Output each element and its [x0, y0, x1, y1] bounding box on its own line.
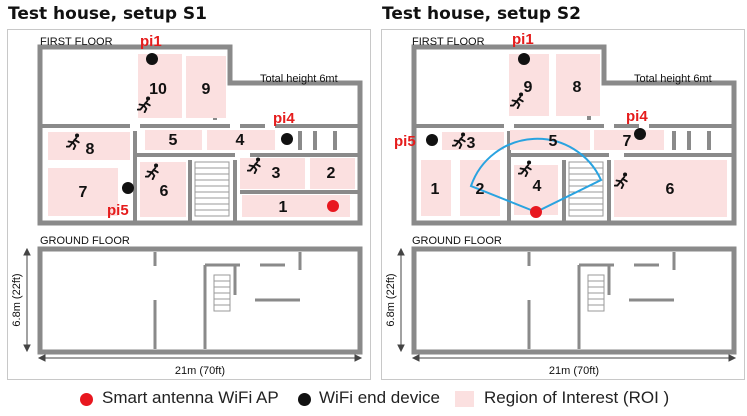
first-floor-inner-walls-s2: [414, 83, 734, 223]
wifi-end-device-pi4-s2: [634, 128, 646, 140]
room-number: 3: [467, 135, 476, 152]
room-number: 7: [623, 133, 632, 150]
first-floor-inner-walls-s1: [40, 83, 360, 223]
device-label-pi4: pi4: [626, 108, 648, 125]
first-floor-label-s2: FIRST FLOOR: [412, 36, 485, 48]
roi-7-s1: [48, 168, 118, 216]
room-number: 5: [549, 133, 558, 150]
wifi-end-device-pi1-s2: [518, 53, 530, 65]
roi-1-s1: [242, 195, 350, 217]
device-label-pi5: pi5: [107, 202, 129, 219]
panel-frame-s1: [7, 29, 371, 380]
roi-4-s1: [207, 130, 275, 150]
wifi-end-device-pi4-s1: [281, 133, 293, 145]
room-number: 4: [533, 178, 542, 195]
room-number: 2: [476, 181, 485, 198]
roi-8-s1: [48, 132, 130, 160]
ground-floor-outer-wall-s1: [37, 246, 363, 355]
legend-roi-swatch: [455, 391, 474, 407]
plan-s1: 10 9 8 5 4 3 2 7 6 1 pi1 pi4 pi5 FIRST F…: [11, 33, 363, 377]
panel-frame-s2: [381, 29, 745, 380]
ground-floor-outer-wall-s2: [411, 246, 737, 355]
plan-s2: 9 8 3 5 7 1 2 4 6 pi1 pi4 pi5 FIRST FLOO…: [385, 31, 737, 377]
ground-stairs-s2: [587, 274, 605, 312]
ground-floor-label-s1: GROUND FLOOR: [40, 235, 130, 247]
legend-ap-dot: [80, 393, 93, 406]
room-number: 7: [79, 184, 88, 201]
height-dimension-s2: 6.8m (22ft): [385, 273, 397, 326]
first-floor-label-s1: FIRST FLOOR: [40, 36, 113, 48]
roi-8-s2: [556, 54, 600, 116]
roi-5-s1: [145, 130, 202, 150]
room-number: 2: [327, 165, 336, 182]
room-number: 8: [573, 79, 582, 96]
first-floor-outer-wall-s2: [411, 44, 737, 226]
roi-7-s2: [594, 130, 664, 150]
dimension-arrows-s2: [397, 247, 737, 362]
antenna-beam-s2: [469, 137, 603, 214]
panel-title-s2: Test house, setup S2: [382, 4, 581, 24]
dimension-arrows-s1: [23, 247, 363, 362]
first-floor-outer-wall-s1: [37, 44, 363, 226]
height-note-s2: Total height 6mt: [634, 73, 712, 85]
device-label-pi1: pi1: [512, 31, 534, 48]
stairs-s1: [194, 161, 230, 217]
room-number: 1: [431, 181, 440, 198]
roi-regions-s2: [421, 54, 727, 217]
height-note-s1: Total height 6mt: [260, 73, 338, 85]
roi-1-s2: [421, 160, 451, 216]
panel-title-s1: Test house, setup S1: [8, 4, 207, 24]
room-number: 6: [666, 181, 675, 198]
device-label-pi1: pi1: [140, 33, 162, 50]
roi-9-s2: [509, 54, 549, 116]
room-number: 9: [202, 81, 211, 98]
roi-regions-s1: [48, 54, 355, 217]
room-number: 6: [160, 183, 169, 200]
roi-3-s1: [240, 158, 305, 189]
stairs-s2: [568, 161, 604, 217]
width-dimension-s1: 21m (70ft): [175, 365, 225, 377]
wifi-end-device-pi5-s1: [122, 182, 134, 194]
room-number: 8: [86, 141, 95, 158]
smart-antenna-ap-s2: [530, 206, 542, 218]
ground-floor-label-s2: GROUND FLOOR: [412, 235, 502, 247]
room-number: 10: [149, 81, 167, 98]
width-dimension-s2: 21m (70ft): [549, 365, 599, 377]
smart-antenna-ap-s1: [327, 200, 339, 212]
wifi-end-device-pi5-s2: [426, 134, 438, 146]
ground-floor-inner-walls-s1: [153, 252, 302, 349]
roi-9-s1: [186, 56, 226, 118]
room-number: 1: [279, 199, 288, 216]
legend-roi-label: Region of Interest (ROI ): [484, 388, 670, 407]
height-dimension-s1: 6.8m (22ft): [11, 273, 23, 326]
device-label-pi4: pi4: [273, 110, 295, 127]
legend-device-dot: [298, 393, 311, 406]
room-number: 4: [236, 132, 245, 149]
room-number: 5: [169, 132, 178, 149]
legend-ap-label: Smart antenna WiFi AP: [102, 388, 279, 407]
room-number: 9: [524, 79, 533, 96]
legend-device-label: WiFi end device: [319, 388, 440, 407]
roi-6-s2: [614, 160, 727, 217]
roi-2-s1: [310, 158, 355, 189]
ground-stairs-s1: [213, 274, 231, 312]
wifi-end-device-pi1-s1: [146, 53, 158, 65]
ground-floor-inner-walls-s2: [527, 252, 676, 349]
roi-3-s2: [442, 132, 504, 150]
room-number: 3: [272, 165, 281, 182]
device-label-pi5: pi5: [394, 133, 416, 150]
